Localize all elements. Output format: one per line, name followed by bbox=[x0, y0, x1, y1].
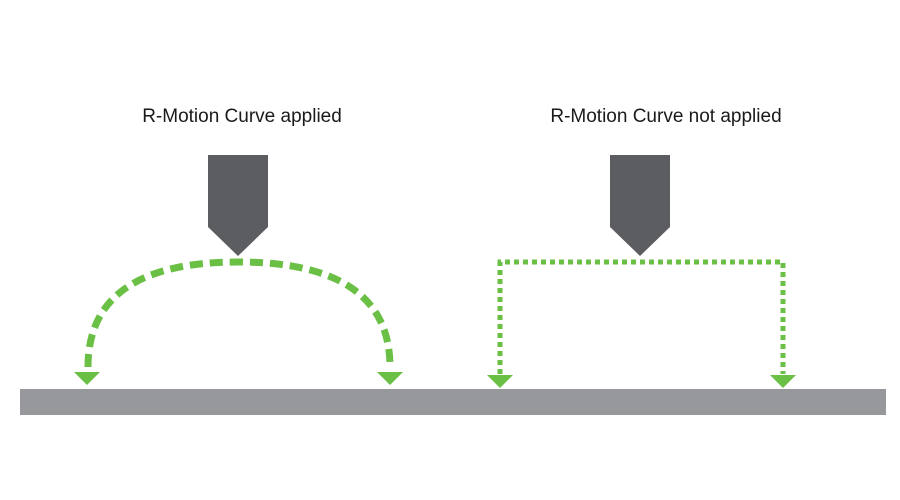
arrowhead-down-icon bbox=[770, 375, 796, 388]
arrowhead-down-icon bbox=[74, 372, 100, 385]
caption-curve-not-applied: R-Motion Curve not applied bbox=[550, 106, 782, 127]
nozzle-icon bbox=[208, 155, 268, 256]
arrowhead-down-icon bbox=[487, 375, 513, 388]
caption-curve-applied: R-Motion Curve applied bbox=[142, 106, 342, 127]
panel-curve-applied bbox=[74, 155, 403, 385]
print-bed bbox=[20, 389, 886, 415]
panel-curve-not-applied bbox=[487, 155, 796, 388]
rectangular-motion-path bbox=[497, 259, 786, 374]
nozzle-icon bbox=[610, 155, 670, 256]
arrowhead-down-icon bbox=[377, 372, 403, 385]
curved-motion-path bbox=[84, 258, 394, 368]
